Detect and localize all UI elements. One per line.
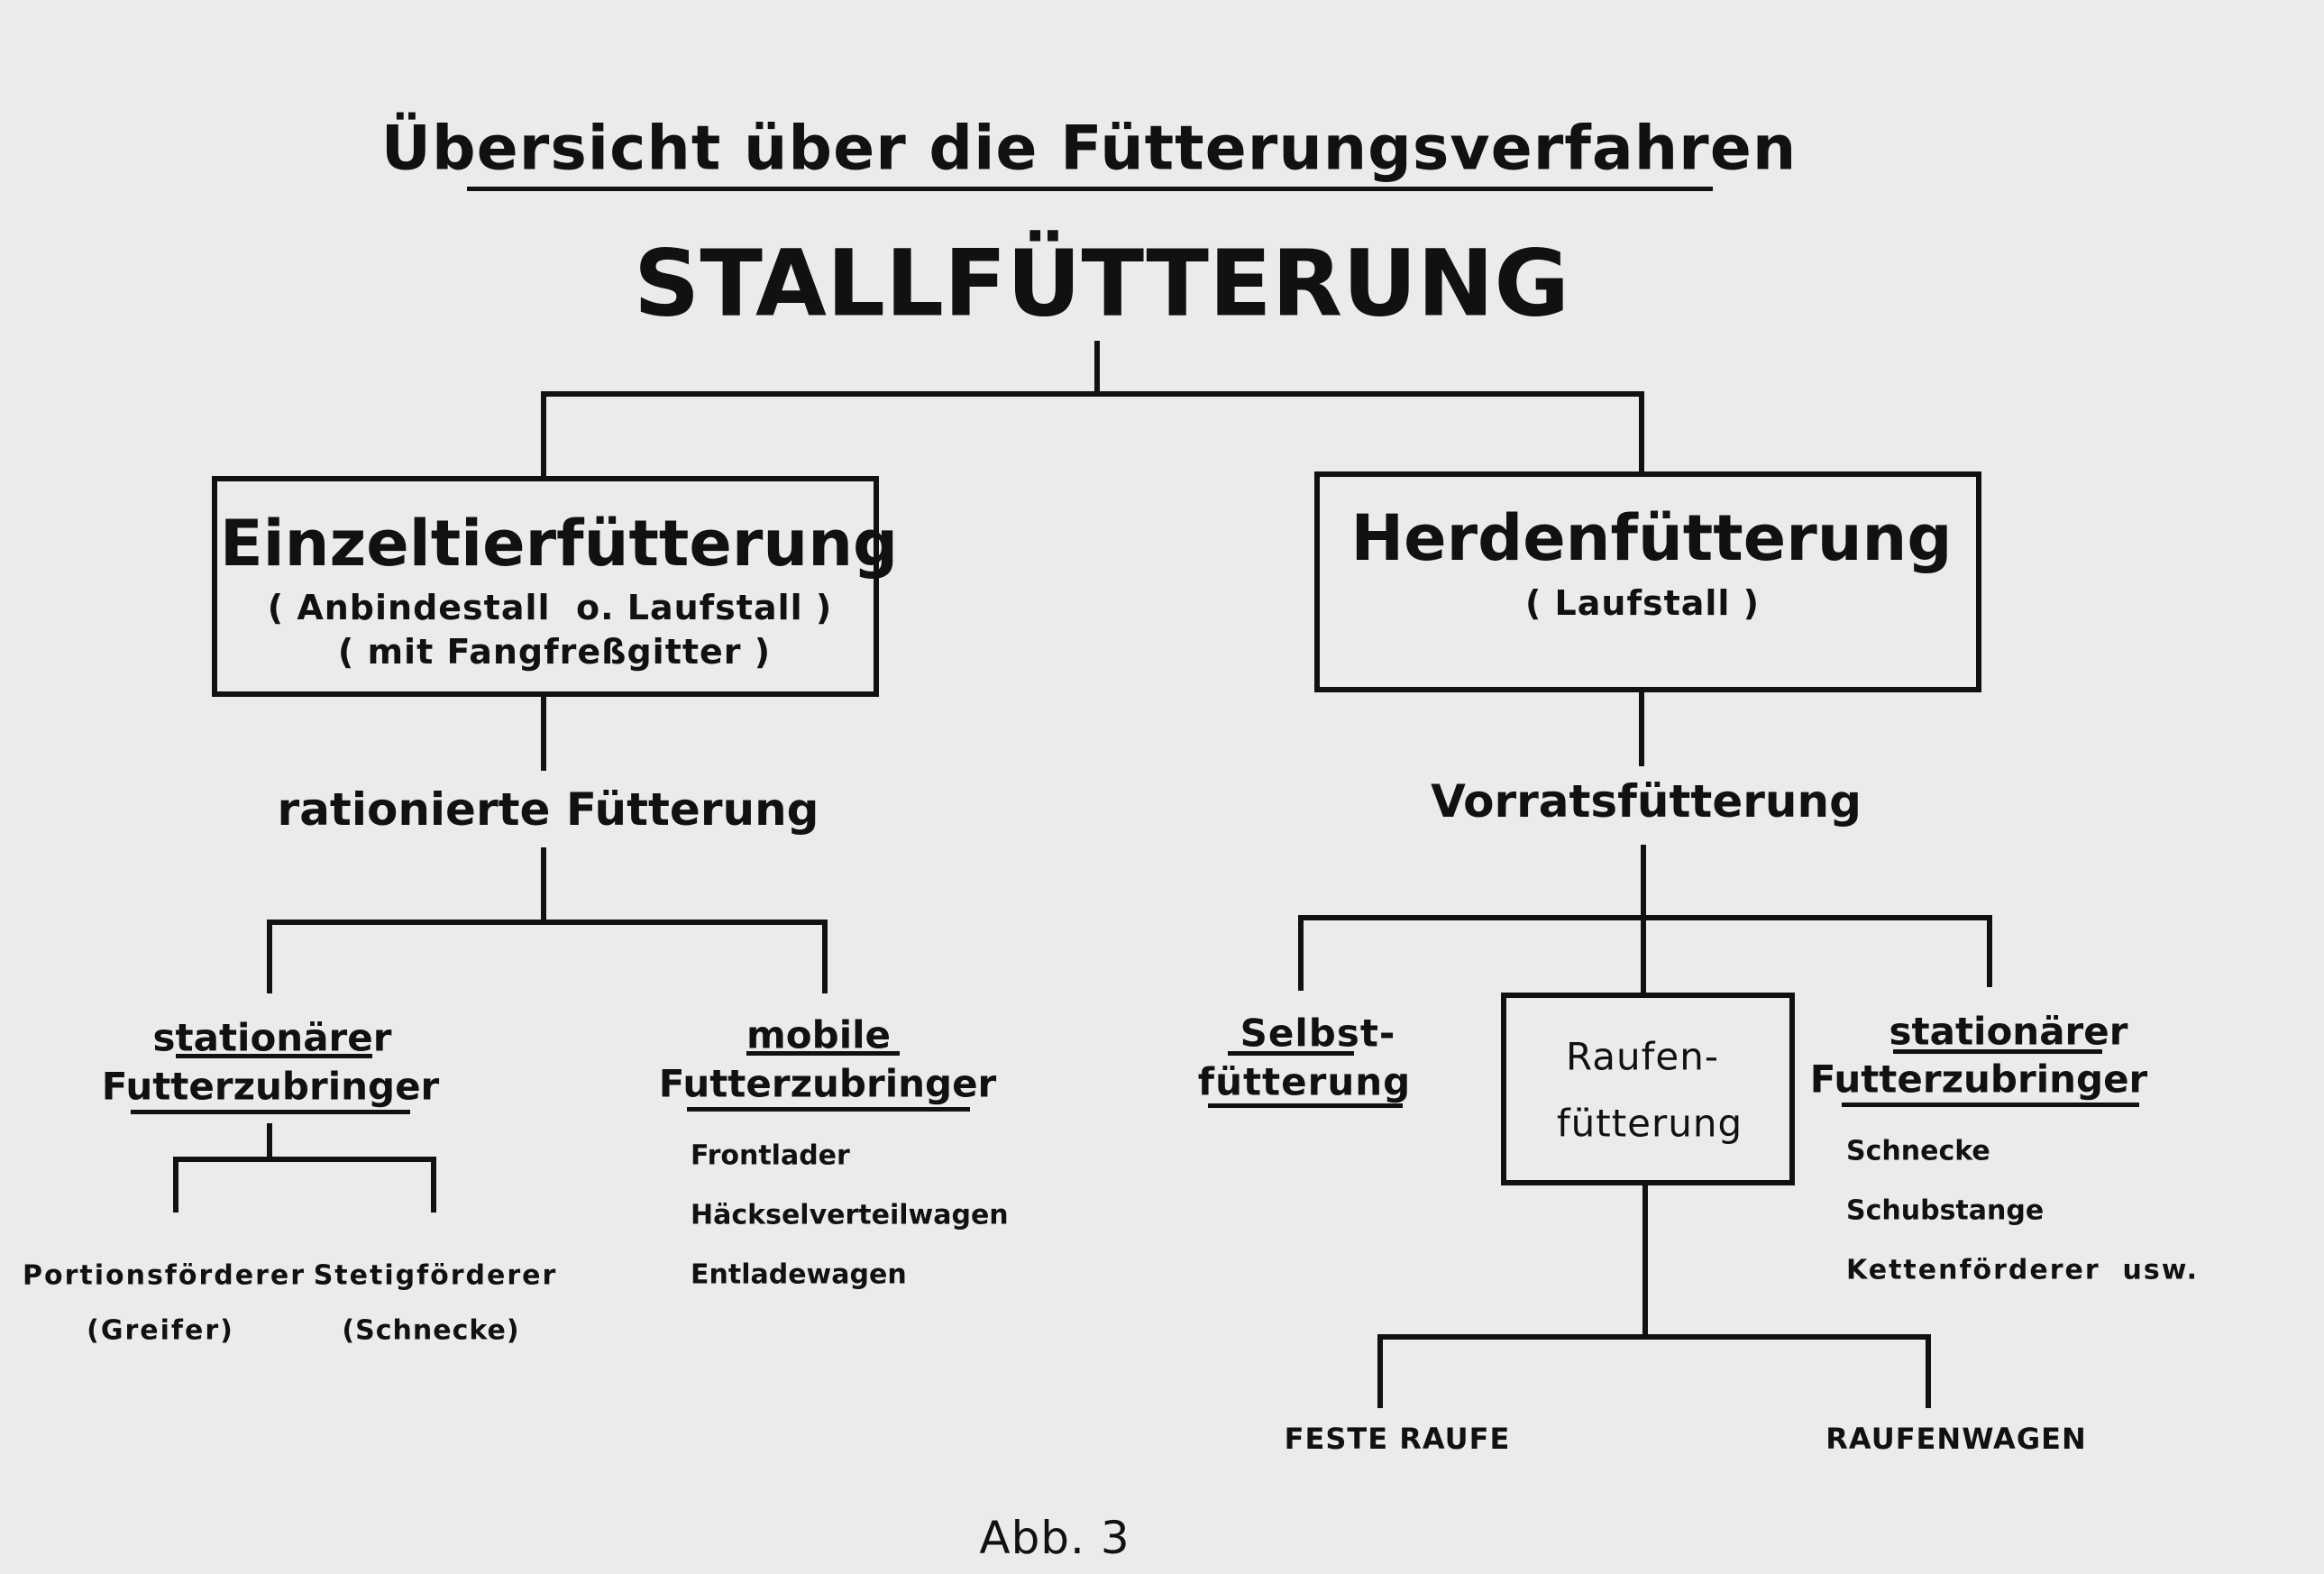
box-herden [1314, 471, 1981, 692]
stationary-item: Schubstange [1846, 1194, 2045, 1227]
right-stationary-line1: stationärer [1889, 1009, 2128, 1054]
underline [1893, 1049, 2102, 1054]
stetigfoerderer: Stetigförderer [313, 1259, 558, 1292]
left-stationary-line1: stationärer [152, 1015, 392, 1060]
underline [746, 1051, 900, 1056]
connector [541, 391, 546, 478]
connector [1642, 1185, 1648, 1337]
raufen-line2: fütterung [1556, 1101, 1743, 1146]
connector [541, 697, 546, 771]
connector [1926, 1334, 1931, 1408]
connector [1639, 391, 1644, 474]
underline [131, 1110, 410, 1114]
mobile-item: Häckselverteilwagen [691, 1199, 1009, 1231]
left-stationary-line2: Futterzubringer [101, 1064, 440, 1109]
connector [1298, 915, 1992, 920]
underline [1228, 1051, 1354, 1056]
einzeltier-sub1: ( Anbindestall o. Laufstall ) [267, 588, 833, 627]
self-feeding-line2: fütterung [1197, 1059, 1412, 1104]
title-underline [467, 187, 1713, 191]
mobile-line2: Futterzubringer [658, 1061, 997, 1106]
stationary-item: Kettenförderer usw. [1846, 1254, 2199, 1286]
stetigfoerderer-detail: (Schnecke) [342, 1314, 520, 1347]
right-method: Vorratsfütterung [1431, 775, 1862, 828]
einzeltier-sub2: ( mit Fangfreßgitter ) [337, 632, 772, 672]
mobile-item: Frontlader [691, 1139, 850, 1172]
right-stationary-line2: Futterzubringer [1809, 1057, 2148, 1102]
underline [1208, 1103, 1403, 1108]
connector [267, 920, 272, 993]
connector [431, 1157, 436, 1213]
figure-caption: Abb. 3 [979, 1512, 1130, 1564]
connector [267, 1123, 272, 1159]
mobile-item: Entladewagen [691, 1258, 907, 1291]
connector [541, 847, 546, 924]
connector [267, 920, 828, 925]
einzeltier-heading: Einzeltierfütterung [219, 507, 899, 581]
underline [687, 1107, 970, 1112]
stationary-item: Schnecke [1846, 1135, 1990, 1167]
self-feeding-line1: Selbst- [1240, 1011, 1396, 1056]
portionsfoerderer-detail: (Greifer) [87, 1314, 234, 1347]
herden-heading: Herdenfütterung [1350, 501, 1953, 575]
connector [1377, 1334, 1931, 1340]
box-raufen [1501, 993, 1795, 1185]
root-node: STALLFÜTTERUNG [633, 230, 1570, 338]
connector [173, 1157, 178, 1213]
mobile-line1: mobile [746, 1012, 891, 1057]
connector [1094, 341, 1100, 395]
herden-sub1: ( Laufstall ) [1524, 583, 1761, 623]
raufenwagen: RAUFENWAGEN [1825, 1422, 2087, 1456]
connector [541, 391, 1644, 397]
left-method: rationierte Fütterung [277, 783, 819, 836]
box-einzeltier [212, 476, 879, 697]
underline [1842, 1103, 2139, 1107]
connector [173, 1157, 436, 1162]
connector [1298, 915, 1304, 991]
underline [176, 1054, 372, 1058]
connector [1377, 1334, 1383, 1408]
diagram-title: Übersicht über die Fütterungsverfahren [380, 113, 1798, 185]
feste-raufe: FESTE RAUFE [1284, 1422, 1511, 1456]
connector [822, 920, 828, 993]
portionsfoerderer: Portionsförderer [22, 1259, 307, 1292]
connector [1639, 692, 1644, 766]
connector [1987, 915, 1992, 987]
raufen-line1: Raufen- [1565, 1034, 1720, 1079]
